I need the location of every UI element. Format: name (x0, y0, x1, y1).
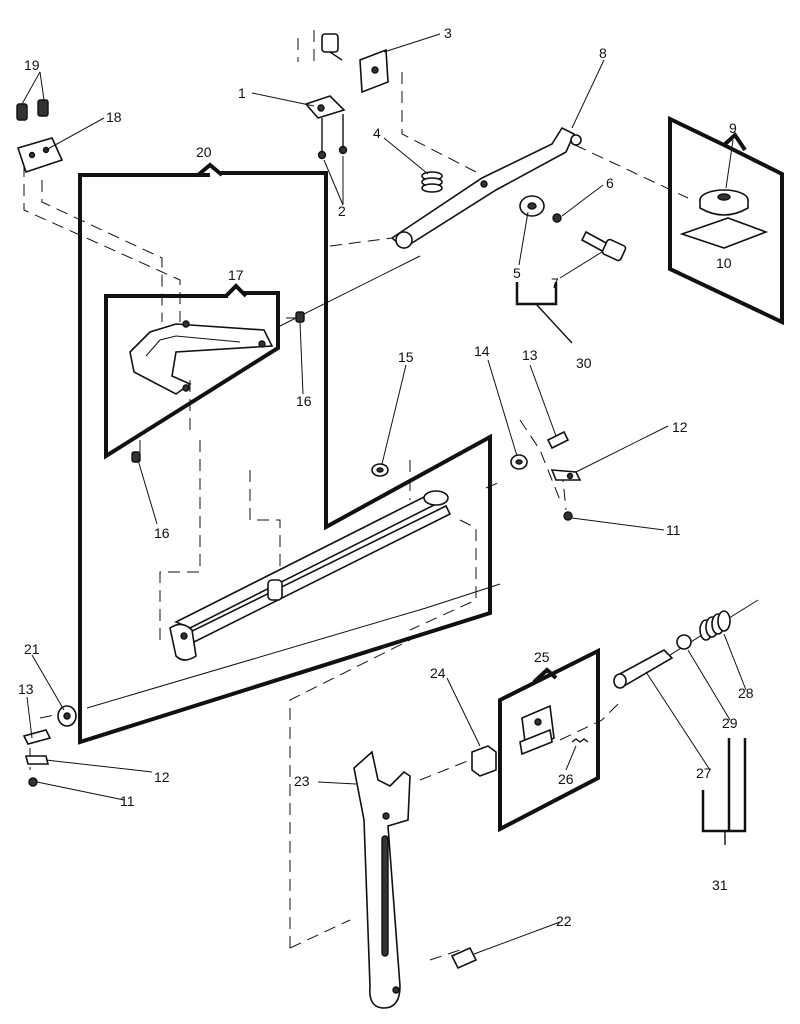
callout-29: 29 (722, 715, 738, 731)
callout-26: 26 (558, 771, 574, 787)
group-box-17 (104, 283, 280, 460)
callout-18: 18 (106, 109, 122, 125)
callout-7: 7 (551, 275, 559, 291)
part-23-wrench (353, 750, 411, 1009)
mounting-bracket (321, 33, 343, 61)
callout-12-right: 12 (672, 419, 688, 435)
part-4-spring (421, 171, 443, 193)
callout-22: 22 (556, 913, 572, 929)
part-14-washer (510, 454, 528, 470)
callout-10: 10 (716, 255, 732, 271)
callout-6: 6 (606, 175, 614, 191)
callout-15: 15 (398, 349, 414, 365)
part-27-rod (613, 649, 674, 689)
leader-lines (21, 33, 747, 955)
part-28-spring (699, 610, 731, 641)
callout-1: 1 (238, 85, 246, 101)
callout-11-left: 11 (120, 793, 135, 809)
callout-28: 28 (738, 685, 754, 701)
part-2-screws (317, 114, 348, 160)
part-16-screw-upper (295, 311, 305, 323)
part-8-lever-arm (390, 126, 582, 249)
part-19-screws (16, 99, 49, 121)
callout-16-upper: 16 (296, 393, 312, 409)
part-11-screw-right (563, 511, 573, 521)
part-13-pin-right (546, 430, 570, 450)
part-7-pin (580, 230, 627, 262)
callout-16-lower: 16 (154, 525, 170, 541)
callout-31: 31 (712, 877, 728, 893)
part-24-block (471, 745, 497, 777)
callout-19: 19 (24, 57, 40, 73)
callout-8: 8 (599, 45, 607, 61)
part-3-bracket (359, 48, 389, 94)
part-16-screw-lower (131, 451, 141, 463)
callout-2: 2 (338, 203, 346, 219)
part-20-shaft-assembly (169, 490, 452, 661)
callout-30: 30 (576, 355, 592, 371)
callout-labels: 1 2 3 4 5 6 7 8 9 10 11 11 12 12 13 13 1… (18, 25, 754, 929)
callout-11-right: 11 (666, 522, 681, 538)
part-12-clip-right (550, 469, 582, 481)
part-12-clip-left (24, 755, 50, 765)
callout-23: 23 (294, 773, 310, 789)
callout-5: 5 (513, 265, 521, 281)
callout-24: 24 (430, 665, 446, 681)
part-17-linkage (129, 320, 274, 395)
bracket-30 (515, 282, 573, 344)
part-21-washer (57, 705, 77, 727)
callout-14: 14 (474, 343, 490, 359)
callout-17: 17 (228, 267, 244, 283)
part-22-screw (450, 946, 478, 970)
part-5-washer (519, 195, 545, 217)
callout-9: 9 (729, 120, 737, 136)
callout-20: 20 (196, 144, 212, 160)
part-13-pin-left (22, 729, 52, 745)
part-26-spring (571, 738, 589, 743)
group-box-9 (668, 115, 784, 326)
part-15-washer (371, 463, 389, 477)
callout-21: 21 (24, 641, 40, 657)
part-29-bushing (676, 634, 692, 650)
part-10-base-plate (679, 217, 769, 249)
group-box-20 (78, 162, 492, 745)
part-18-hinge-bracket (16, 137, 64, 174)
callout-3: 3 (444, 25, 452, 41)
part-6-nut (552, 213, 562, 223)
part-1-clip (304, 95, 346, 119)
bracket-31 (701, 738, 747, 845)
callout-13-right: 13 (522, 347, 538, 363)
callout-25: 25 (534, 649, 550, 665)
callout-12-left: 12 (154, 769, 170, 785)
part-9-cam (699, 189, 749, 216)
callout-4: 4 (373, 125, 381, 141)
callout-13-left: 13 (18, 681, 34, 697)
group-box-25 (498, 647, 600, 833)
callout-27: 27 (696, 765, 712, 781)
part-11-screw-left (28, 777, 38, 787)
part-25-bracket (519, 704, 555, 756)
